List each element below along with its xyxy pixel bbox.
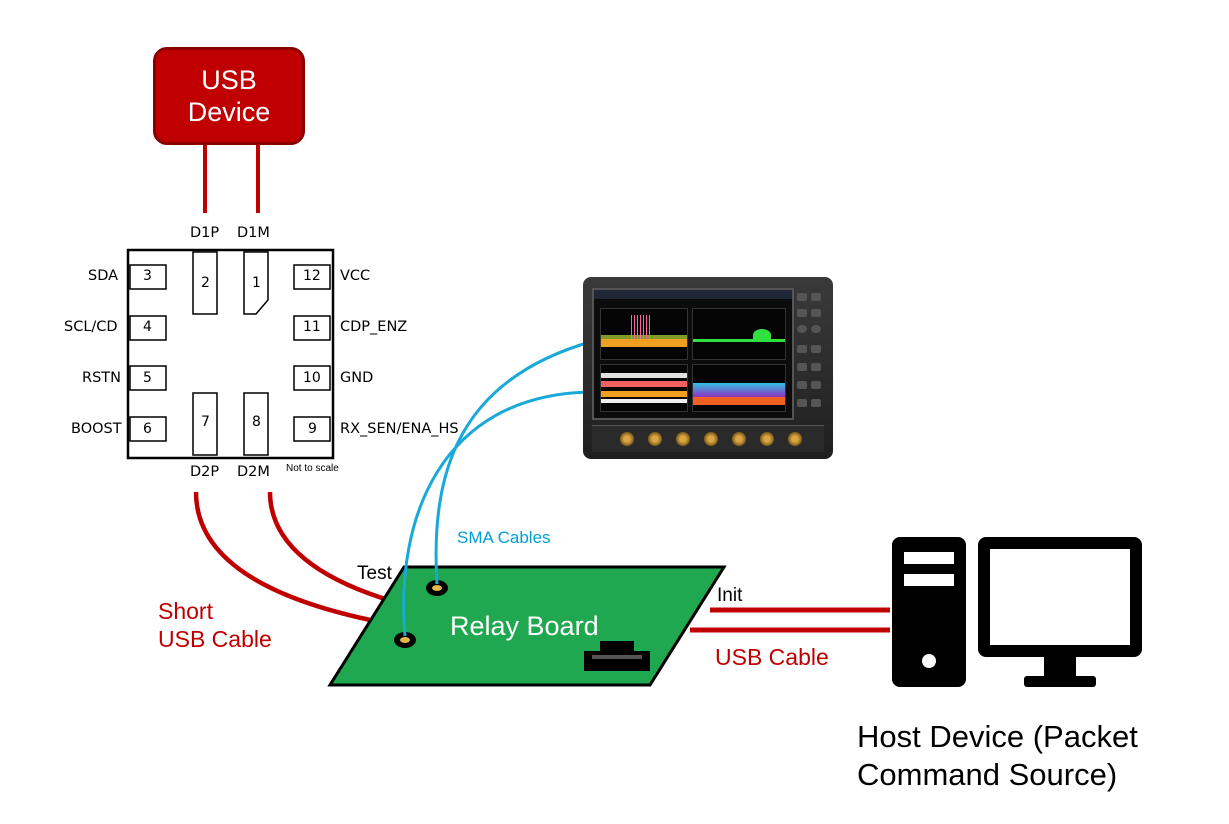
pin-label-sda: SDA (88, 268, 119, 284)
pin-label-gnd: GND (340, 370, 374, 386)
scale-note: Not to scale (286, 463, 339, 474)
usb-device-line1: USB (201, 65, 257, 95)
pad-6 (129, 416, 167, 442)
test-label: Test (357, 563, 392, 584)
pin-label-scl: SCL/CD (64, 319, 118, 335)
usb-connector-icon (584, 641, 650, 671)
pin-label-d1m: D1M (237, 225, 270, 241)
usb-cable-label: USB Cable (715, 644, 829, 670)
pad-10 (293, 365, 331, 391)
pad-4 (129, 315, 167, 341)
desktop-computer-icon (892, 537, 1142, 687)
pin-number-3: 3 (143, 268, 152, 284)
pin-label-d1p: D1P (190, 225, 220, 241)
pad-12 (293, 264, 331, 290)
short-usb-cable-label: Short USB Cable (158, 597, 272, 653)
host-line2: Command Source) (857, 757, 1118, 792)
pin-number-12: 12 (303, 268, 321, 284)
pin-number-4: 4 (143, 319, 152, 335)
d2p-cable (193, 491, 381, 625)
pad-1 (243, 251, 269, 315)
usb-device-box: USB Device (153, 47, 305, 145)
pin-number-2: 2 (201, 275, 210, 291)
usb-device-line2: Device (187, 97, 271, 127)
init-label: Init (717, 585, 743, 606)
scope-screen (592, 288, 794, 420)
d2m-cable (267, 491, 396, 605)
pin-label-cdp-enz: CDP_ENZ (340, 319, 408, 335)
pad-3 (129, 264, 167, 290)
sma-cable-2 (402, 390, 591, 637)
pin-label-boost: BOOST (71, 421, 122, 437)
short-cable-line1: Short (158, 598, 213, 624)
pin-label-rx-sen: RX_SEN/ENA_HS (340, 421, 459, 437)
short-cable-line2: USB Cable (158, 626, 272, 652)
pin-label-d2m: D2M (237, 464, 270, 480)
pin-label-d2p: D2P (190, 464, 220, 480)
sma-cable-1 (434, 340, 591, 585)
pad-8 (243, 392, 269, 456)
pin-number-9: 9 (308, 421, 317, 437)
pad-5 (129, 365, 167, 391)
pin-number-1: 1 (252, 275, 261, 291)
pin-number-6: 6 (143, 421, 152, 437)
pin-number-10: 10 (303, 370, 321, 386)
pin-number-11: 11 (303, 319, 321, 335)
pad-2 (192, 251, 218, 315)
pin-number-7: 7 (201, 414, 210, 430)
host-device-label: Host Device (Packet Command Source) (857, 718, 1138, 794)
pad-11 (293, 315, 331, 341)
relay-board-label: Relay Board (450, 611, 599, 641)
pin-label-vcc: VCC (340, 268, 371, 284)
pad-7 (192, 392, 218, 456)
pad-9 (293, 416, 331, 442)
pin-label-rstn: RSTN (82, 370, 121, 386)
pin-number-5: 5 (143, 370, 152, 386)
oscilloscope-icon (583, 277, 833, 459)
pin-number-8: 8 (252, 414, 261, 430)
host-line1: Host Device (Packet (857, 719, 1138, 754)
sma-cables-label: SMA Cables (457, 528, 551, 547)
